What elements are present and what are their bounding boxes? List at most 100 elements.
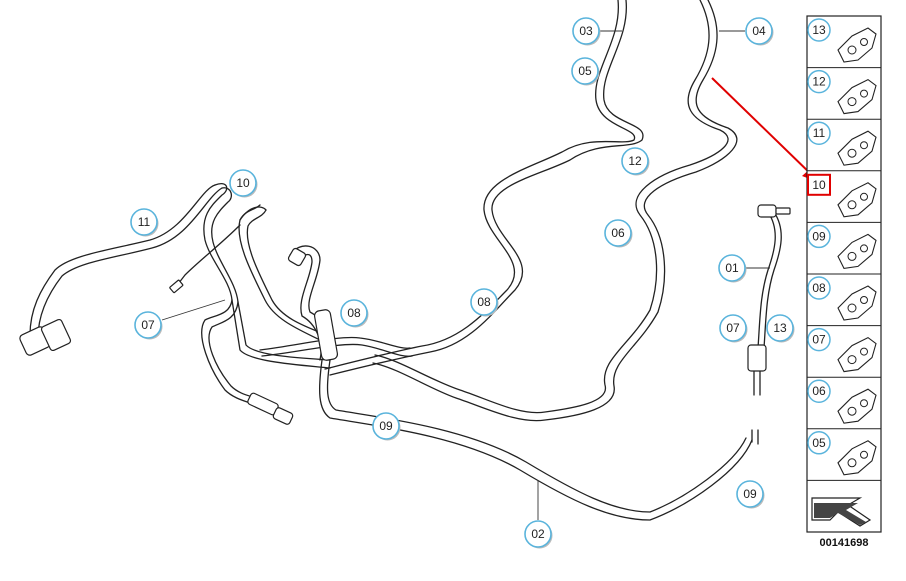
callout-label: 04 xyxy=(752,24,766,38)
clip-12-icon xyxy=(837,78,877,115)
connector-mid-right xyxy=(747,344,767,372)
legend-row-09[interactable]: 09 xyxy=(807,221,881,270)
callout-label: 01 xyxy=(725,261,739,275)
hose-04 xyxy=(374,0,729,414)
callout-c09a: 09 xyxy=(372,412,401,441)
hose-11-inner xyxy=(37,187,223,339)
legend-label: 12 xyxy=(812,75,826,89)
connector-left-2 xyxy=(40,318,72,352)
hose-01-inner xyxy=(763,211,782,349)
callout-c04: 04 xyxy=(745,17,774,46)
callout-c08b: 08 xyxy=(340,299,369,328)
legend-label: 09 xyxy=(812,229,826,243)
legend-row-12[interactable]: 12 xyxy=(807,67,881,115)
callout-label: 08 xyxy=(347,306,361,320)
callout-label: 07 xyxy=(726,321,740,335)
legend-row-08[interactable]: 08 xyxy=(807,273,881,321)
legend-label: 10 xyxy=(812,178,826,192)
leader-07a xyxy=(161,299,226,321)
legend-label: 07 xyxy=(812,333,826,347)
hose-11-loop-inner xyxy=(211,187,239,303)
hose-04-inner xyxy=(372,0,738,422)
callout-label: 08 xyxy=(477,295,491,309)
hose-02-inner xyxy=(326,359,747,513)
clip-13-icon xyxy=(837,27,877,63)
hose-08-link xyxy=(259,336,413,357)
legend-row-10[interactable]: 10 xyxy=(807,170,881,218)
legend-label: 08 xyxy=(812,281,826,295)
hose-assembly xyxy=(29,0,782,521)
hose-left-upper-top xyxy=(239,206,267,221)
callout-c07a: 07 xyxy=(134,311,163,340)
clamp-06-icon xyxy=(837,388,877,424)
callout-c10: 10 xyxy=(229,169,258,198)
callout-c07b: 07 xyxy=(719,314,748,343)
callout-label: 06 xyxy=(611,226,625,240)
hose-09-right xyxy=(751,429,759,445)
clip-07-icon xyxy=(837,336,877,373)
hose-03 xyxy=(329,0,644,376)
callout-label: 11 xyxy=(138,215,151,229)
highlight-box xyxy=(807,173,831,196)
hose-07 xyxy=(201,299,256,406)
callout-label: 13 xyxy=(773,321,787,335)
legend-row-05[interactable]: 05 xyxy=(807,428,881,476)
clip-10-icon xyxy=(837,182,877,218)
bracket-09-icon xyxy=(837,233,877,270)
arrow-line xyxy=(711,77,816,179)
callout-c02: 02 xyxy=(524,520,553,549)
legend-label: 06 xyxy=(812,384,826,398)
callout-c12: 12 xyxy=(621,147,650,176)
hose-01-tail xyxy=(753,369,761,396)
connector-bottom-left-2 xyxy=(272,407,294,425)
callout-label: 09 xyxy=(379,419,393,433)
wire-end xyxy=(169,279,184,294)
connector-top-right-tip xyxy=(775,207,791,215)
hose-07-inner xyxy=(208,301,259,400)
holder-05-icon xyxy=(837,440,877,476)
parts-legend: 13 12 11 10 09 08 07 06 05 xyxy=(806,15,882,533)
legend-rows: 13 12 11 10 09 08 07 06 05 xyxy=(807,18,881,481)
hose-03-inner xyxy=(324,0,636,370)
callout-label: 03 xyxy=(579,24,593,38)
legend-label: 11 xyxy=(813,126,826,140)
legend-row-06[interactable]: 06 xyxy=(807,376,881,424)
callout-c06: 06 xyxy=(604,219,633,248)
highlight-arrow xyxy=(711,77,818,182)
legend-label: 05 xyxy=(812,436,826,450)
callout-label: 02 xyxy=(531,527,545,541)
connectors xyxy=(19,204,791,425)
hose-07-join xyxy=(231,299,331,369)
orientation-arrow-icon xyxy=(811,497,872,527)
clip-11-icon xyxy=(837,130,877,166)
connector-top-right xyxy=(757,204,777,218)
callout-label: 09 xyxy=(743,487,757,501)
callout-label: 12 xyxy=(628,154,642,168)
connector-pipe-top xyxy=(287,247,307,267)
legend-label: 13 xyxy=(812,23,826,37)
clip-08-icon xyxy=(837,285,877,321)
diagram-number: 00141698 xyxy=(820,537,869,549)
callouts-layer: 01 02 03 04 05 06 07 07 08 08 09 09 10 11 12 13 xyxy=(130,17,795,549)
legend-row-07[interactable]: 07 xyxy=(807,325,881,373)
callout-c09b: 09 xyxy=(736,480,765,509)
callout-label: 10 xyxy=(236,176,250,190)
callout-c13: 13 xyxy=(766,314,795,343)
callout-c11: 11 xyxy=(130,208,159,237)
callout-c05: 05 xyxy=(571,57,600,86)
hose-11-loop xyxy=(203,183,233,301)
wire-left xyxy=(174,224,241,289)
hose-01 xyxy=(757,211,776,349)
legend-row-13[interactable]: 13 xyxy=(807,18,877,63)
hose-02 xyxy=(318,359,753,521)
hose-11 xyxy=(29,184,216,336)
hose-left-upper-inner xyxy=(246,209,325,335)
connector-pipe-bottom xyxy=(313,309,339,361)
legend-row-11[interactable]: 11 xyxy=(807,118,881,166)
callout-c08a: 08 xyxy=(470,288,499,317)
callout-c01: 01 xyxy=(718,254,747,283)
callout-c03: 03 xyxy=(572,17,601,46)
leader-lines xyxy=(161,30,770,520)
callout-label: 07 xyxy=(141,318,155,332)
